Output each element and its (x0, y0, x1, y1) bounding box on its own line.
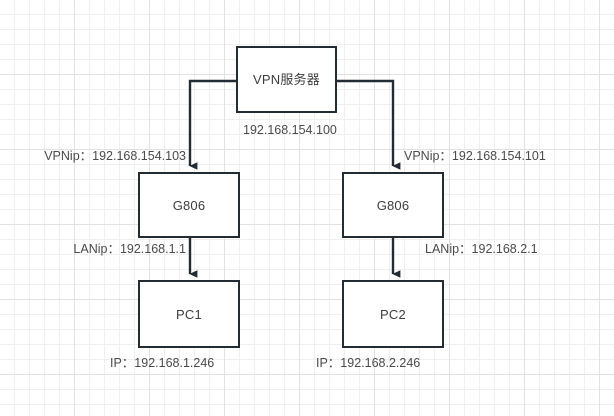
node-pc1-label: PC1 (176, 306, 202, 322)
node-pc1[interactable]: PC1 (138, 280, 240, 348)
node-pc2[interactable]: PC2 (342, 280, 444, 348)
caption-pc2-ip: IP：192.168.2.246 (316, 356, 421, 370)
caption-pc1-ip: IP：192.168.1.246 (110, 356, 215, 370)
caption-gateway-right-lan-ip: LANip：192.168.2.1 (425, 242, 538, 256)
node-pc2-label: PC2 (380, 306, 406, 322)
caption-gateway-left-vpn-ip: VPNip：192.168.154.103 (44, 149, 186, 163)
node-vpn-server[interactable]: VPN服务器 (236, 46, 337, 113)
node-gateway-left[interactable]: G806 (138, 172, 240, 238)
edge-vpn-to-gateway-right (336, 79, 401, 170)
node-gateway-left-label: G806 (172, 197, 206, 213)
caption-gateway-left-lan-ip: LANip：192.168.1.1 (73, 242, 186, 256)
caption-vpn-server-ip: 192.168.154.100 (243, 123, 337, 137)
node-gateway-right[interactable]: G806 (342, 172, 444, 238)
node-vpn-server-label: VPN服务器 (253, 72, 320, 87)
caption-gateway-right-vpn-ip: VPNip：192.168.154.101 (404, 149, 546, 163)
edge-vpn-to-gateway-left (188, 79, 236, 170)
node-gateway-right-label: G806 (376, 197, 410, 213)
